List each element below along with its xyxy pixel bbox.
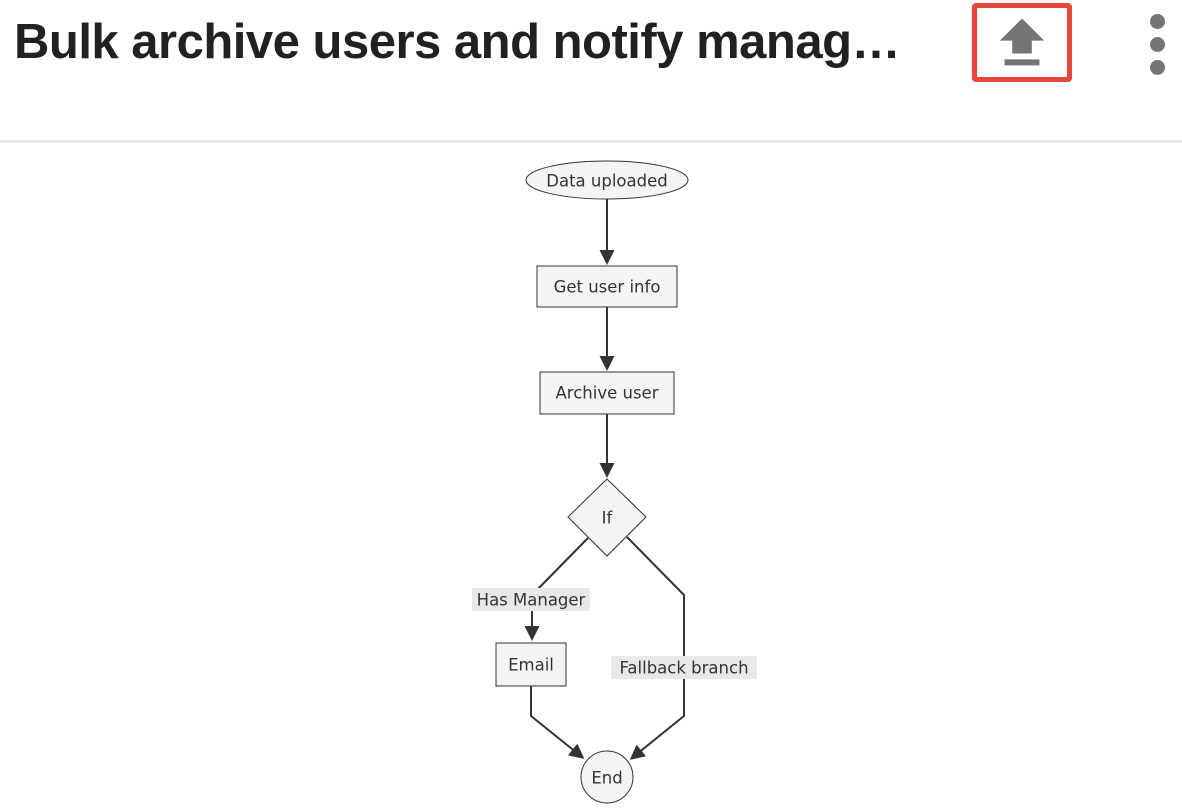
upload-button[interactable] (972, 3, 1072, 82)
upload-icon (994, 14, 1050, 72)
node-get-user-info-label: Get user info (554, 278, 661, 297)
node-archive-user: Archive user (539, 371, 675, 415)
node-end: End (580, 750, 634, 804)
node-email: Email (495, 642, 567, 687)
page-title: Bulk archive users and notify manag… (14, 15, 901, 69)
node-data-uploaded-label: Data uploaded (546, 172, 667, 191)
node-end-label: End (591, 769, 622, 788)
node-archive-user-label: Archive user (556, 384, 659, 403)
edge-label-has-manager-text: Has Manager (477, 591, 586, 610)
edge-label-fallback-branch: Fallback branch (611, 656, 757, 679)
edge-label-has-manager: Has Manager (472, 588, 590, 611)
edge-email-to-end (530, 686, 585, 759)
node-if: If (567, 478, 647, 557)
node-email-label: Email (508, 656, 554, 675)
edge-if-to-end (626, 536, 685, 760)
node-get-user-info: Get user info (536, 265, 678, 308)
more-options-button[interactable] (1144, 10, 1170, 78)
flowchart-canvas: Has Manager Fallback branch Data uploade… (0, 146, 1182, 809)
app-header: Bulk archive users and notify manag… (0, 0, 1182, 143)
node-if-label: If (602, 509, 614, 528)
node-data-uploaded: Data uploaded (525, 160, 689, 200)
kebab-menu-icon (1149, 13, 1165, 75)
edge-label-fallback-branch-text: Fallback branch (619, 659, 748, 678)
